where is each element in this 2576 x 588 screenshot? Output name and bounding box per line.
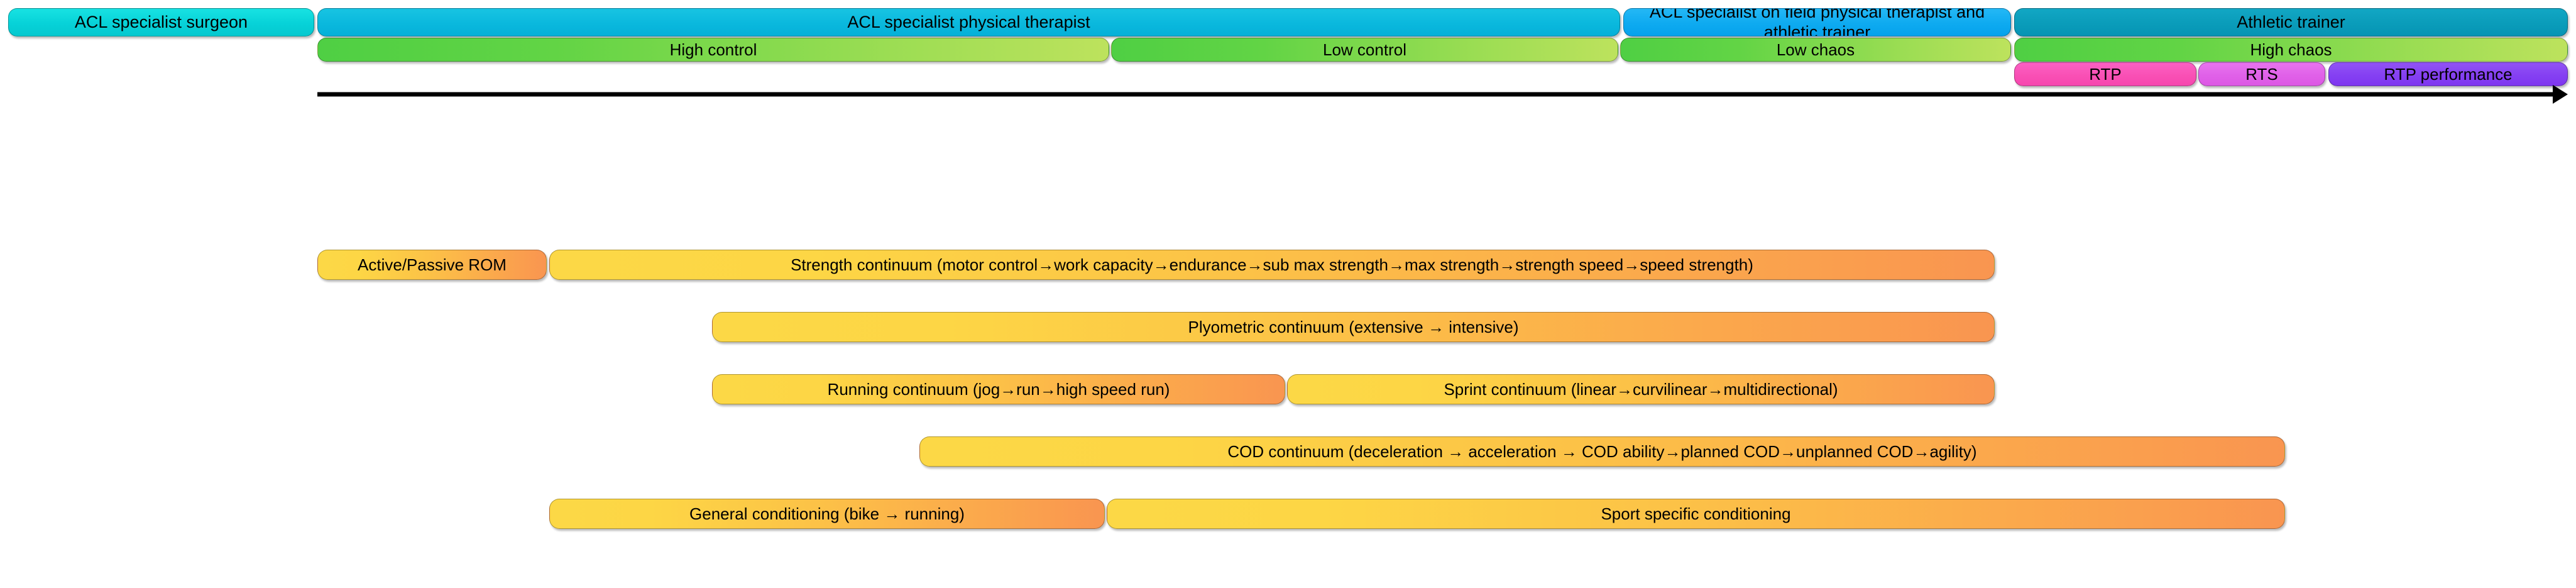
environment-bar-low-chaos[interactable]: Low chaos xyxy=(1620,38,2011,62)
timeline-arrow-line xyxy=(317,92,2554,97)
continuum-bar-sport-specific-conditioning[interactable]: Sport specific conditioning xyxy=(1107,499,2285,529)
environment-label: Low chaos xyxy=(1776,40,1855,59)
continuum-bar-active-passive-rom[interactable]: Active/Passive ROM xyxy=(317,250,547,280)
return-phase-label: RTS xyxy=(2245,64,2278,84)
continuum-bar-running-continuum[interactable]: Running continuum (jog→run→high speed ru… xyxy=(712,374,1285,404)
continuum-bar-cod-continuum[interactable]: COD continuum (deceleration → accelerati… xyxy=(919,436,2285,467)
continuum-label: Strength continuum (motor control→work c… xyxy=(791,255,1753,274)
environment-label: High control xyxy=(669,40,757,59)
continuum-label: Running continuum (jog→run→high speed ru… xyxy=(827,379,1170,399)
return-phase-bar-rtp[interactable]: RTP xyxy=(2014,62,2196,86)
environment-bar-high-chaos[interactable]: High chaos xyxy=(2014,38,2568,62)
environment-label: Low control xyxy=(1323,40,1406,59)
return-phase-label: RTP xyxy=(2089,64,2122,84)
continuum-bar-strength-continuum[interactable]: Strength continuum (motor control→work c… xyxy=(549,250,1995,280)
practitioner-bar-acl-specialist-surgeon[interactable]: ACL specialist surgeon xyxy=(8,8,314,36)
continuum-label: Sport specific conditioning xyxy=(1601,504,1791,523)
environment-bar-low-control[interactable]: Low control xyxy=(1111,38,1618,62)
continuum-label: General conditioning (bike → running) xyxy=(689,504,965,523)
practitioner-label: Athletic trainer xyxy=(2237,12,2345,31)
practitioner-label: ACL specialist physical therapist xyxy=(847,12,1090,31)
practitioner-label: ACL specialist surgeon xyxy=(74,12,248,31)
return-phase-bar-rts[interactable]: RTS xyxy=(2198,62,2325,86)
timeline-arrow-head-icon xyxy=(2553,85,2568,104)
practitioner-bar-athletic-trainer[interactable]: Athletic trainer xyxy=(2014,8,2568,36)
timeline-arrow xyxy=(317,85,2568,104)
practitioner-bar-acl-specialist-on-field[interactable]: ACL specialist on field physical therapi… xyxy=(1623,8,2011,36)
return-phase-bar-rtp-performance[interactable]: RTP performance xyxy=(2328,62,2568,86)
continuum-label: Plyometric continuum (extensive → intens… xyxy=(1188,317,1519,336)
practitioner-label: ACL specialist on field physical therapi… xyxy=(1649,8,1985,36)
continuum-label: Active/Passive ROM xyxy=(358,255,507,274)
continuum-label: COD continuum (deceleration → accelerati… xyxy=(1227,441,1977,461)
continuum-label: Sprint continuum (linear→curvilinear→mul… xyxy=(1444,379,1838,399)
environment-label: High chaos xyxy=(2250,40,2332,59)
continuum-bar-sprint-continuum[interactable]: Sprint continuum (linear→curvilinear→mul… xyxy=(1287,374,1995,404)
environment-bar-high-control[interactable]: High control xyxy=(317,38,1109,62)
return-phase-label: RTP performance xyxy=(2384,64,2513,84)
continuum-bar-general-conditioning[interactable]: General conditioning (bike → running) xyxy=(549,499,1105,529)
continuum-bar-plyometric-continuum[interactable]: Plyometric continuum (extensive → intens… xyxy=(712,312,1995,342)
practitioner-bar-acl-specialist-physical-therapist[interactable]: ACL specialist physical therapist xyxy=(317,8,1620,36)
